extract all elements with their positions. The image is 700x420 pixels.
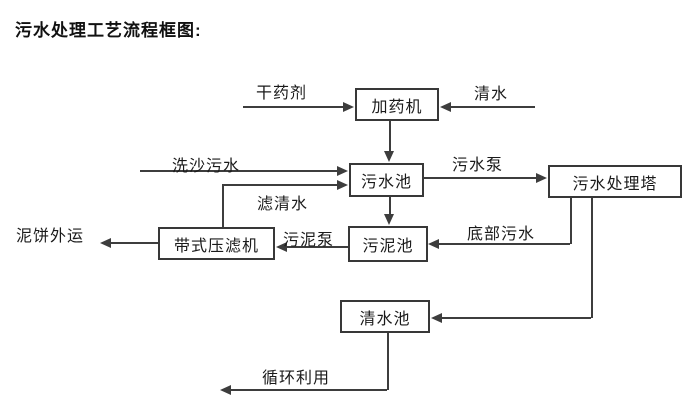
tower-to-clean-arrowhead xyxy=(431,313,442,323)
label-clean-water: 清水 xyxy=(474,86,509,103)
label-sand-washing-sewage: 洗沙污水 xyxy=(172,158,241,175)
sand-washing-line xyxy=(140,170,339,172)
box-label-belt-filter-press: 带式压滤机 xyxy=(173,237,259,255)
label-sewage-pump: 污水泵 xyxy=(452,157,504,174)
mud-cake-line xyxy=(110,242,158,244)
filtered-water-h-line xyxy=(222,184,339,186)
dosing-to-sewage-arrowhead xyxy=(384,151,394,162)
sewage-to-sludge-arrowhead xyxy=(384,214,394,225)
bottom-sewage-v-line xyxy=(570,198,572,244)
recycling-h-line xyxy=(230,389,387,391)
box-label-sewage-treatment-tower: 污水处理塔 xyxy=(572,175,658,193)
sewage-to-sludge-line xyxy=(389,197,391,216)
label-dry-chemical: 干药剂 xyxy=(256,85,308,102)
filtered-water-v-line xyxy=(222,185,224,227)
box-sludge-pool: 污泥池 xyxy=(348,226,428,262)
sludge-pump-line xyxy=(286,246,348,248)
mud-cake-arrowhead xyxy=(100,238,111,248)
box-label-clean-water-pool: 清水池 xyxy=(359,310,411,328)
box-sewage-pool: 污水池 xyxy=(349,163,424,197)
bottom-sewage-arrowhead xyxy=(428,239,439,249)
label-sludge-pump: 污泥泵 xyxy=(283,232,335,249)
page-title: 污水处理工艺流程框图: xyxy=(15,21,202,40)
tower-to-clean-v-line xyxy=(591,198,593,318)
box-dosing-machine: 加药机 xyxy=(355,88,439,121)
dry-chemical-arrowhead xyxy=(343,102,354,112)
tower-to-clean-h-line xyxy=(441,317,591,319)
dry-chemical-line xyxy=(243,106,345,108)
box-label-sewage-pool: 污水池 xyxy=(360,174,412,191)
clean-water-arrowhead xyxy=(440,102,451,112)
label-filtered-water: 滤清水 xyxy=(257,196,309,213)
dosing-to-sewage-line xyxy=(389,121,391,153)
recycling-v-line xyxy=(387,333,389,390)
box-clean-water-pool: 清水池 xyxy=(340,300,430,333)
sewage-pump-line xyxy=(424,177,537,179)
recycling-arrowhead xyxy=(220,385,231,395)
sand-washing-arrowhead xyxy=(337,166,348,176)
filtered-water-arrowhead xyxy=(337,180,348,190)
bottom-sewage-h-line xyxy=(438,243,570,245)
label-mud-cake-outbound: 泥饼外运 xyxy=(16,228,85,245)
label-bottom-sewage: 底部污水 xyxy=(467,226,536,243)
box-belt-filter-press: 带式压滤机 xyxy=(158,227,275,260)
clean-water-line xyxy=(449,106,535,108)
sewage-pump-arrowhead xyxy=(536,173,547,183)
label-recycling-use: 循环利用 xyxy=(262,370,331,387)
sludge-pump-arrowhead xyxy=(276,242,287,252)
box-label-dosing-machine: 加药机 xyxy=(371,98,423,116)
box-sewage-treatment-tower: 污水处理塔 xyxy=(548,165,682,198)
box-label-sludge-pool: 污泥池 xyxy=(362,238,414,255)
